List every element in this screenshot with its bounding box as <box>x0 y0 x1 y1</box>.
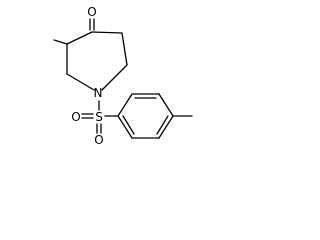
ketone-double-bond <box>89 18 95 31</box>
sulfur-label: S <box>95 110 103 124</box>
bond-c4-c3 <box>91 31 123 34</box>
structure-diagram: O N S O O <box>53 5 193 147</box>
sulfonyl-bottom-double-bond <box>96 123 102 134</box>
sulfonyl-oxygen-bottom-label: O <box>94 133 103 147</box>
sulfonyl-left-double-bond <box>81 113 94 119</box>
ring-methyl-bond <box>53 39 68 45</box>
ketone-oxygen-label: O <box>87 5 96 19</box>
ring-nitrogen-label: N <box>94 86 103 100</box>
sulfonyl-oxygen-left-label: O <box>71 110 80 124</box>
tolyl-aromatic-inner-bonds <box>122 97 169 135</box>
bond-c2-n <box>101 64 128 91</box>
azepane-ring-bonds <box>66 31 128 91</box>
bond-c3-c2 <box>121 32 128 66</box>
bond-n-c7 <box>66 73 95 91</box>
bond-c6-c5 <box>66 31 93 45</box>
tolyl-ring-bonds <box>117 93 174 139</box>
